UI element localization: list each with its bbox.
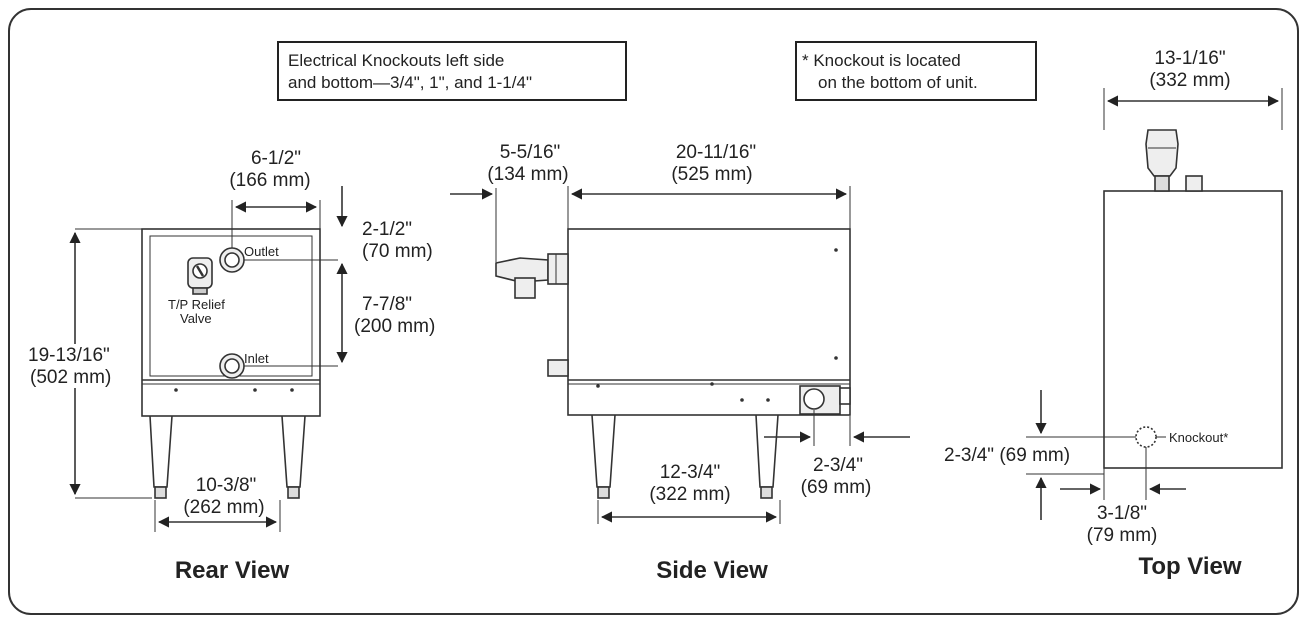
top-knockout-depth: 2-3/4" (69 mm) — [944, 445, 1070, 466]
rear-view — [69, 186, 348, 532]
relief-valve-label-line1: T/P Relief — [168, 297, 225, 312]
rear-height-in: 19-13/16" — [28, 345, 110, 366]
side-view-labels: 5-5/16" (134 mm) 20-11/16" (525 mm) 12-3… — [487, 142, 871, 584]
top-outlet-stub-icon — [1185, 175, 1203, 192]
knockouts-note: Electrical Knockouts left side and botto… — [277, 41, 627, 101]
top-view-title: Top View — [1138, 553, 1241, 580]
rear-inlet-spacing-mm: (200 mm) — [354, 316, 435, 337]
top-width-in: 13-1/16" — [1154, 48, 1225, 69]
rear-width-top-in: 6-1/2" — [251, 148, 301, 169]
side-view-title: Side View — [656, 557, 768, 584]
rear-view-title: Rear View — [175, 557, 290, 584]
rear-legs-in: 10-3/8" — [196, 475, 257, 496]
top-knockout-side-mm: (79 mm) — [1087, 525, 1158, 546]
side-pipe-mm: (134 mm) — [487, 164, 568, 185]
side-view — [450, 186, 910, 524]
rear-view-labels: 6-1/2" (166 mm) 2-1/2" (70 mm) 7-7/8" (2… — [28, 148, 435, 584]
side-heater-body — [567, 228, 851, 416]
knockouts-note-line2: and bottom—3/4", 1", and 1-1/4" — [288, 73, 532, 92]
side-length-in: 20-11/16" — [676, 142, 756, 163]
inlet-stub-icon — [547, 359, 569, 377]
side-length-mm: (525 mm) — [671, 164, 752, 185]
knockout-fitting-icon — [803, 388, 825, 410]
rear-height-mm: (502 mm) — [30, 367, 111, 388]
knockouts-note-line1: Electrical Knockouts left side — [288, 51, 504, 70]
inlet-label: Inlet — [244, 351, 269, 366]
top-knockout-label: Knockout* — [1169, 430, 1228, 445]
rear-outlet-drop-mm: (70 mm) — [362, 241, 433, 262]
bottom-note-line2: on the bottom of unit. — [818, 73, 978, 92]
side-pipe-in: 5-5/16" — [500, 142, 561, 163]
top-knockout-side-in: 3-1/8" — [1097, 503, 1147, 524]
rear-width-top-mm: (166 mm) — [229, 170, 310, 191]
rear-outlet-drop-in: 2-1/2" — [362, 219, 412, 240]
top-view — [1026, 88, 1283, 520]
bottom-note-line1: * Knockout is located — [802, 51, 961, 70]
diagram-frame — [8, 8, 1299, 615]
rear-heater-body — [141, 228, 321, 417]
outlet-label: Outlet — [244, 244, 279, 259]
rear-inlet-spacing-in: 7-7/8" — [362, 294, 412, 315]
side-knockout-mm: (69 mm) — [801, 477, 872, 498]
bottom-knockout-note: * Knockout is located on the bottom of u… — [795, 41, 1037, 101]
top-view-labels: 13-1/16" (332 mm) 2-3/4" (69 mm) 3-1/8" … — [944, 48, 1242, 580]
relief-valve-label-line2: Valve — [180, 311, 212, 326]
side-legs-in: 12-3/4" — [660, 462, 721, 483]
top-width-mm: (332 mm) — [1149, 70, 1230, 91]
rear-legs-mm: (262 mm) — [183, 497, 264, 518]
bottom-knockout-icon — [1135, 426, 1157, 448]
side-knockout-in: 2-3/4" — [813, 455, 863, 476]
side-legs-mm: (322 mm) — [649, 484, 730, 505]
top-relief-valve-icon — [1145, 129, 1179, 177]
